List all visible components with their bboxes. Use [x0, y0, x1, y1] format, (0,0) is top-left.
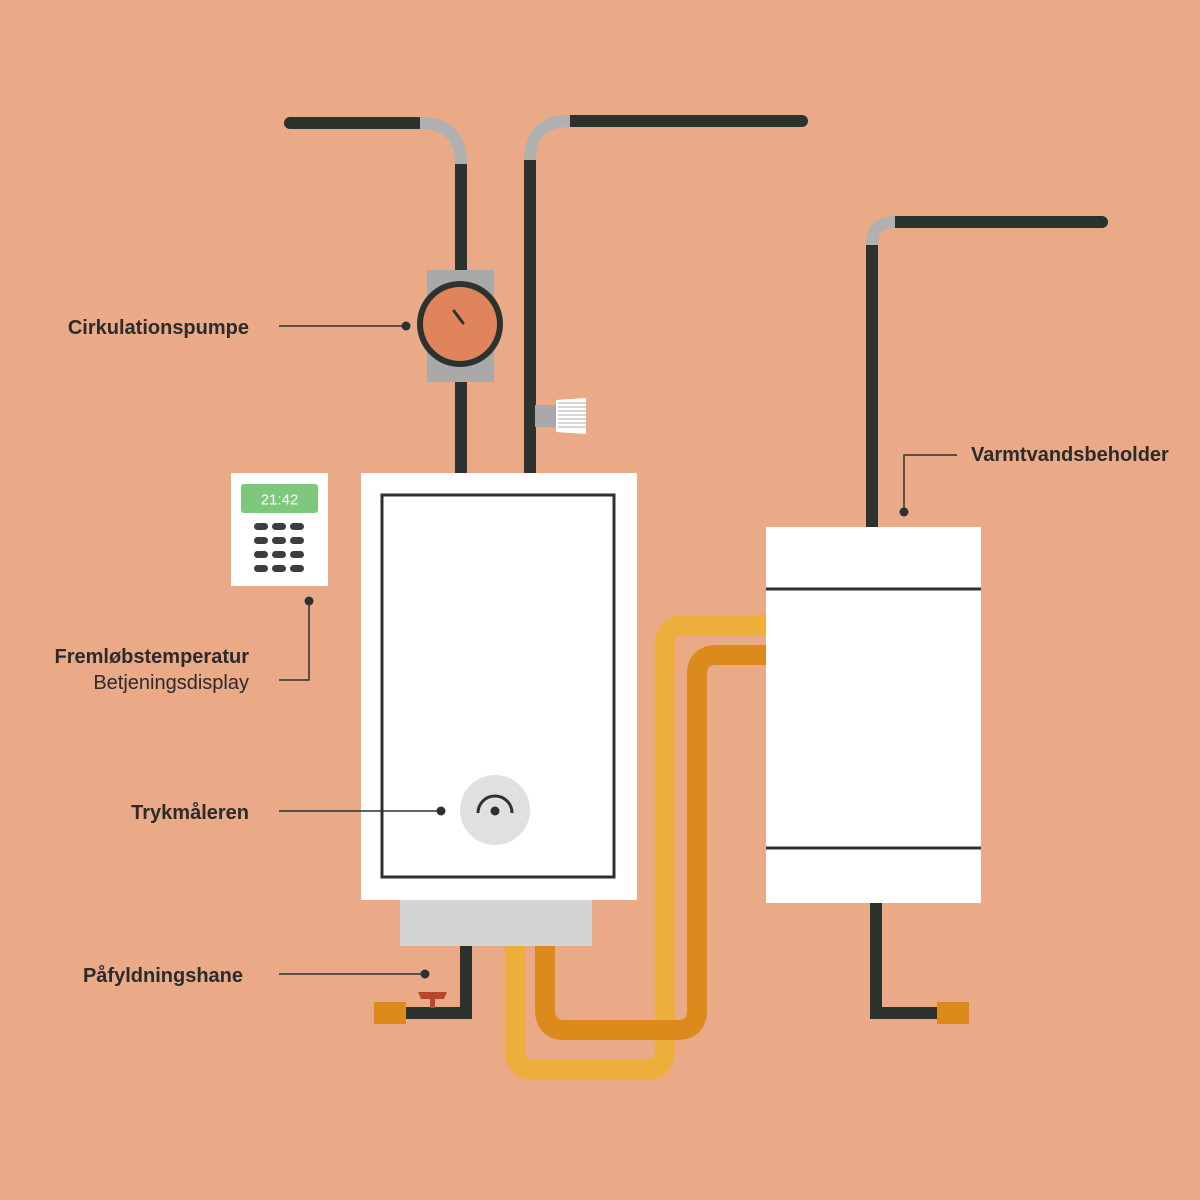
- label-flow-temperature: Fremløbstemperatur: [54, 646, 250, 668]
- pipe-orange-light: [505, 615, 770, 1080]
- orange-pipes: [505, 615, 770, 1080]
- gauge-center: [490, 806, 500, 816]
- boiler-bottom-panel: [400, 898, 592, 946]
- label-pressure-gauge: Trykmåleren: [131, 802, 249, 824]
- gauge-arc: [476, 794, 514, 814]
- display-keypad: [254, 523, 304, 572]
- pipe-boiler-bottom: [400, 944, 472, 1019]
- hot-water-tank: [766, 527, 981, 903]
- valve-ribs: [558, 402, 586, 428]
- boiler-front-outline: [380, 493, 616, 879]
- label-fill-valve: Påfyldningshane: [82, 965, 243, 987]
- pump-icon: [417, 270, 503, 382]
- dot-fill-valve: [420, 969, 430, 979]
- leader-lines: [279, 325, 957, 975]
- fitting-left: [374, 1002, 406, 1024]
- fitting-right: [937, 1002, 969, 1024]
- dark-pipes: [284, 115, 1108, 1019]
- leader-display: [279, 601, 310, 681]
- pipe-orange-dark: [535, 645, 770, 1040]
- label-control-display: Betjeningsdisplay: [93, 672, 249, 694]
- bend-left: [419, 117, 467, 165]
- fill-valve-handle: [418, 992, 447, 999]
- dot-gauge: [436, 806, 446, 816]
- pressure-gauge-icon: [460, 775, 530, 845]
- valve-stem: [535, 405, 559, 427]
- boiler: [361, 473, 637, 946]
- leader-dots: [304, 321, 909, 979]
- dot-display: [304, 596, 314, 606]
- pump-indicator: [452, 309, 465, 325]
- display-time: 21:42: [261, 492, 299, 509]
- pump-face: [423, 287, 497, 361]
- dot-pump: [401, 321, 411, 331]
- fill-valve-stem: [430, 994, 435, 1008]
- pipe-tank-bottom: [870, 900, 945, 1019]
- display-screen: [241, 484, 318, 513]
- bend-tank: [866, 216, 896, 246]
- control-display: 21:42: [231, 473, 328, 586]
- label-pump: Cirkulationspumpe: [67, 317, 249, 339]
- leader-tank: [903, 454, 957, 512]
- bend-right: [524, 115, 571, 161]
- fill-valve-icon: [418, 992, 447, 1008]
- thermostat-valve-icon: [535, 398, 586, 434]
- pipe-bends: [419, 115, 896, 246]
- dot-tank: [899, 507, 909, 517]
- label-hot-water-tank: Varmtvandsbeholder: [971, 444, 1169, 466]
